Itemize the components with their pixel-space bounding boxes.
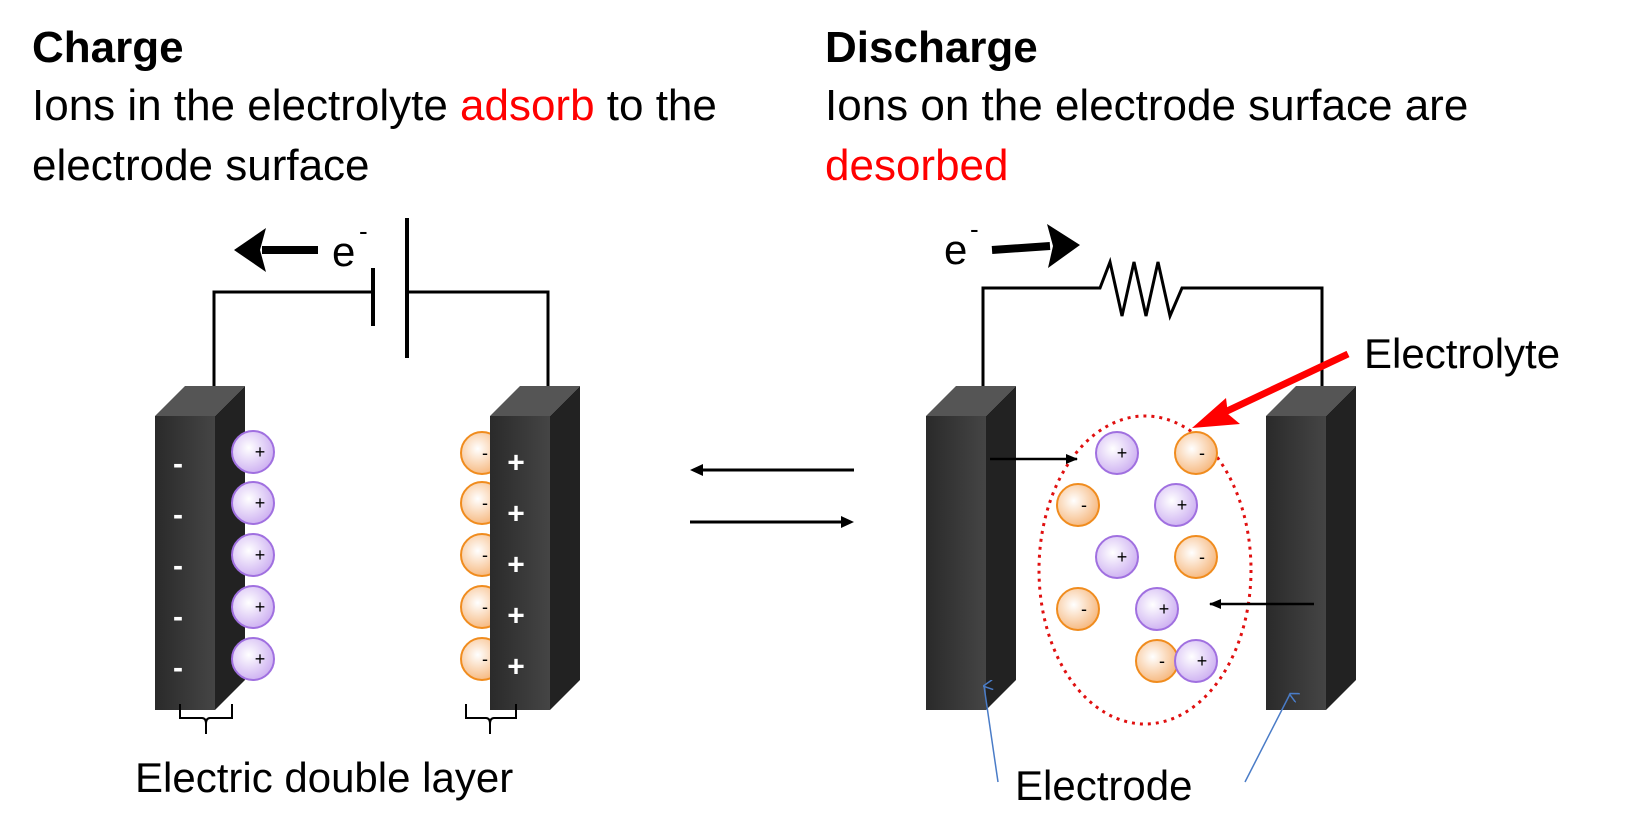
discharge-electron-arrow [991, 224, 1080, 268]
anion-sign: - [482, 443, 488, 463]
svg-text:+: + [255, 649, 266, 669]
discharge-heading: Discharge [825, 23, 1038, 72]
electrode-pointer [1244, 694, 1290, 783]
discharge-electron-charge: - [970, 214, 979, 244]
anion: - [1135, 639, 1179, 683]
equilibrium-arrows [690, 464, 854, 528]
cation: + [1095, 431, 1139, 475]
svg-text:+: + [1177, 495, 1188, 515]
charge-wire [212, 290, 550, 388]
svg-text:-: - [1081, 495, 1087, 515]
electrode-negative-sign: - [173, 499, 183, 532]
discharge-electrode-left [926, 386, 1016, 710]
charge-description: Ions in the electrolyte adsorb to the el… [32, 76, 812, 196]
svg-text:-: - [1081, 599, 1087, 619]
cation: + [1174, 639, 1218, 683]
discharge-desc-line1: Ions on the electrode surface are [825, 81, 1469, 130]
svg-text:-: - [1199, 443, 1205, 463]
svg-text:+: + [255, 545, 266, 565]
charge-desc-part2: to the [594, 81, 717, 130]
electrode-negative-sign: - [173, 601, 183, 634]
double-layer-brace [179, 704, 233, 734]
cation: + [231, 585, 275, 629]
discharge-electron-label: e [944, 226, 967, 273]
anion-sign: - [482, 545, 488, 565]
electrolyte-region [1037, 414, 1253, 726]
svg-text:+: + [1117, 443, 1128, 463]
charge-desc-part1: Ions in the electrolyte [32, 81, 461, 130]
cation: + [231, 533, 275, 577]
cation: + [1135, 587, 1179, 631]
anion: - [1056, 483, 1100, 527]
discharge-desc-highlight: desorbed [825, 141, 1009, 190]
svg-text:+: + [1197, 651, 1208, 671]
electrolyte-label: Electrolyte [1364, 330, 1560, 377]
charge-electron-arrow [234, 228, 318, 272]
electrode-negative-sign: - [173, 550, 183, 583]
electrode-positive-sign: + [507, 498, 525, 531]
charge-electron-label: e [332, 228, 355, 275]
cation: + [1154, 483, 1198, 527]
charge-heading: Charge [32, 23, 184, 72]
discharge-description: Ions on the electrode surface are desorb… [825, 76, 1625, 196]
electrode-positive-sign: + [507, 651, 525, 684]
electrode-pointer [984, 686, 999, 783]
double-layer-brace [465, 704, 517, 734]
electrode-negative-sign: - [173, 448, 183, 481]
charge-electron-charge: - [359, 216, 368, 246]
electrode-negative-sign: - [173, 652, 183, 685]
svg-text:+: + [255, 597, 266, 617]
svg-text:-: - [1199, 547, 1205, 567]
cation: + [231, 430, 275, 474]
anion-sign: - [482, 649, 488, 669]
discharge-wire [981, 256, 1324, 388]
cation: + [231, 637, 275, 681]
svg-text:+: + [255, 442, 266, 462]
anion-sign: - [482, 597, 488, 617]
cation: + [231, 481, 275, 525]
electrolyte-pointer-arrow [1192, 350, 1350, 428]
anion: - [1174, 535, 1218, 579]
svg-text:-: - [1159, 651, 1165, 671]
anion: - [1174, 431, 1218, 475]
svg-text:+: + [1117, 547, 1128, 567]
charge-desc-line2: electrode surface [32, 141, 370, 190]
svg-text:+: + [255, 493, 266, 513]
svg-text:+: + [1159, 599, 1170, 619]
electrode-positive-sign: + [507, 447, 525, 480]
electrode-positive-sign: + [507, 600, 525, 633]
anion-sign: - [482, 493, 488, 513]
electrode-label: Electrode [1015, 762, 1192, 809]
charge-desc-highlight: adsorb [460, 81, 595, 130]
anion: - [1056, 587, 1100, 631]
electric-double-layer-label: Electric double layer [135, 754, 513, 801]
discharge-electrode-right [1266, 386, 1356, 710]
cation: + [1095, 535, 1139, 579]
electrode-positive-sign: + [507, 549, 525, 582]
